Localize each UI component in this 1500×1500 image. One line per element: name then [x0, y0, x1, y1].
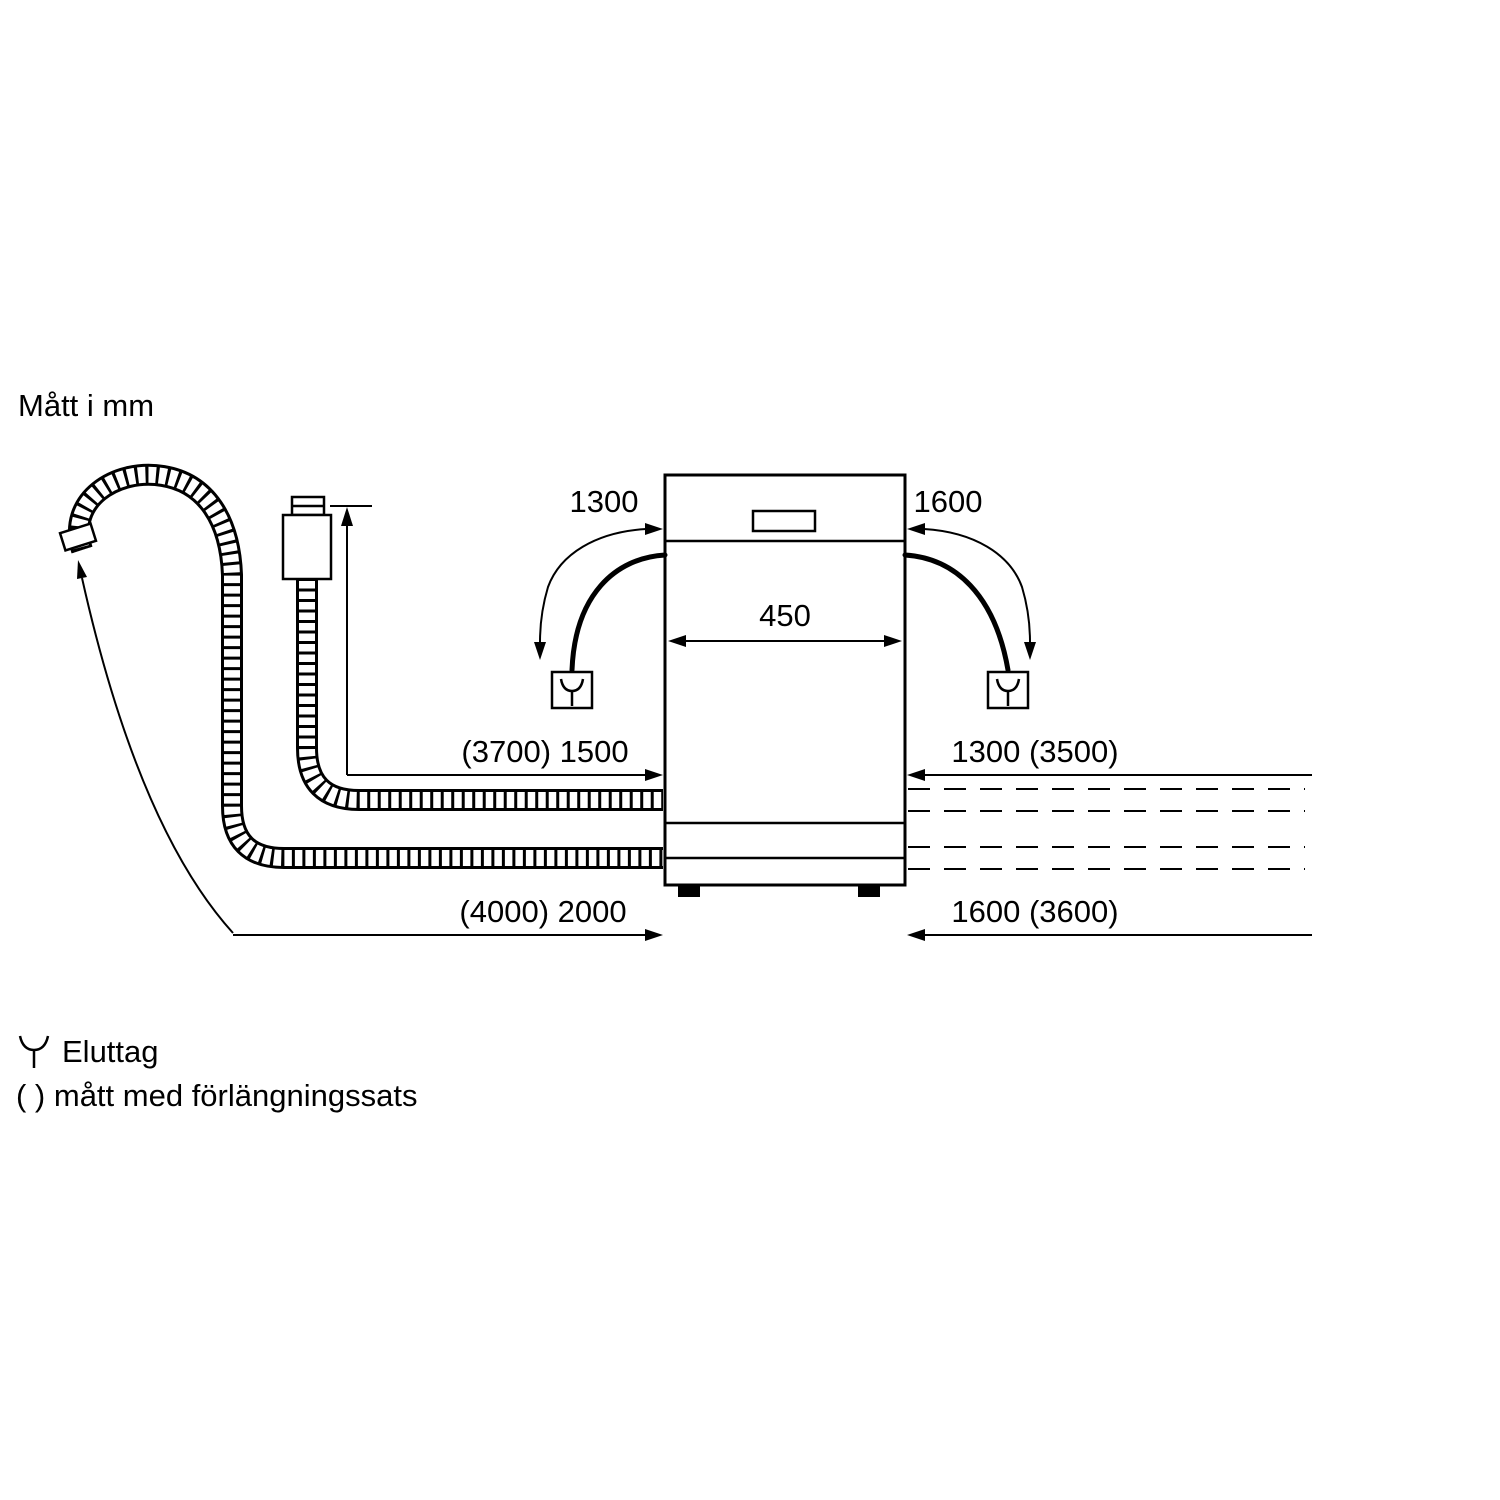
arrowhead-icon [907, 929, 925, 941]
drain-hose-end-cap [58, 522, 98, 552]
dim-cable-right: 1600 [907, 484, 1036, 660]
dim-cable-left: 1300 [534, 484, 663, 660]
dim-label: 1300 [570, 484, 639, 519]
socket-right [986, 670, 1030, 710]
arrowhead-icon [907, 769, 925, 781]
control-display [751, 509, 817, 533]
arrowhead-icon [884, 635, 902, 647]
left-foot [678, 885, 700, 897]
diagram-title: Mått i mm [18, 388, 154, 423]
tap-connector [281, 495, 333, 581]
arrowhead-icon [645, 523, 663, 535]
arrowhead-icon [1024, 642, 1036, 660]
arrowhead-icon [668, 635, 686, 647]
dim-label: 1600 (3600) [951, 894, 1118, 929]
dim-right-bottom: 1600 (3600) [907, 894, 1312, 941]
legend-socket-label: Eluttag [62, 1034, 159, 1069]
dim-label: 1300 (3500) [951, 734, 1118, 769]
leader-arrowhead-icon [77, 560, 87, 579]
up-arrowhead-icon [341, 507, 353, 526]
dim-drain-hose: (4000) 2000 [233, 894, 663, 941]
dim-label: 450 [759, 598, 811, 633]
dishwasher [663, 473, 907, 897]
drain-hose-leader [77, 560, 234, 934]
drain-hose [58, 475, 663, 858]
dim-right-mid: 1300 (3500) [907, 734, 1312, 781]
arrowhead-icon [534, 642, 546, 660]
power-cord-left [569, 552, 668, 673]
power-outlet-icon [18, 1035, 50, 1068]
dim-curve [539, 528, 647, 643]
power-cord-right [902, 552, 1011, 673]
legend: Eluttag ( ) mått med förlängningssats [16, 1034, 417, 1113]
dim-label: 1600 [914, 484, 983, 519]
arrowhead-icon [645, 929, 663, 941]
dim-curve [923, 528, 1031, 643]
power-outlet-icon [559, 678, 585, 706]
socket-left [550, 670, 594, 710]
dim-label: (3700) 1500 [461, 734, 628, 769]
connector-reference-line [330, 505, 372, 775]
dishwasher-outline [663, 473, 907, 887]
legend-extension-note: ( ) mått med förlängningssats [16, 1078, 417, 1113]
arrowhead-icon [907, 523, 925, 535]
dim-supply-hose: (3700) 1500 [347, 734, 663, 781]
right-foot [858, 885, 880, 897]
hose-continuation-dashed [908, 788, 1305, 870]
power-outlet-icon [995, 678, 1021, 706]
tap-connector-body [281, 513, 333, 581]
arrowhead-icon [645, 769, 663, 781]
dim-width: 450 [668, 598, 902, 647]
dim-label: (4000) 2000 [459, 894, 626, 929]
leader-curve [81, 577, 234, 934]
